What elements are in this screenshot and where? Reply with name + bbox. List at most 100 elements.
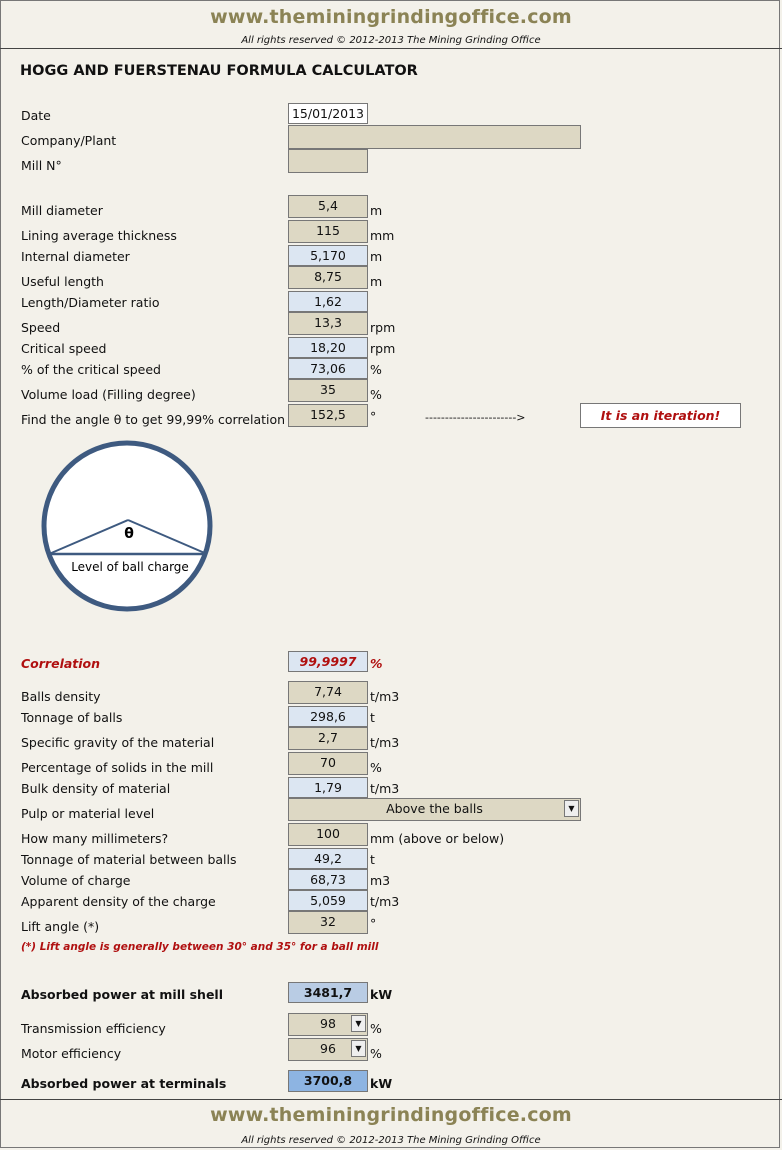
copyright-header: All rights reserved © 2012-2013 The Mini… — [241, 35, 541, 46]
company-input[interactable] — [288, 125, 581, 149]
motor-selected: 96 — [320, 1041, 336, 1056]
transmission-select[interactable]: 98 ▼ — [288, 1013, 368, 1036]
mill-charge-diagram: θ Level of ball charge — [41, 440, 213, 612]
charge-level-label: Level of ball charge — [71, 560, 189, 574]
mm-input[interactable]: 100 — [288, 823, 368, 846]
sg-material-label: Specific gravity of the material — [21, 735, 215, 750]
lift-angle-label: Lift angle (*) — [21, 919, 100, 934]
ld-ratio-label: Length/Diameter ratio — [21, 295, 160, 310]
tonnage-material-unit: t — [370, 852, 375, 867]
shell-power-value: 3481,7 — [288, 982, 368, 1003]
chevron-down-icon[interactable]: ▼ — [351, 1015, 366, 1032]
volume-load-label: Volume load (Filling degree) — [21, 387, 196, 402]
pct-critical-label: % of the critical speed — [21, 362, 161, 377]
apparent-density-label: Apparent density of the charge — [21, 894, 216, 909]
motor-unit: % — [370, 1046, 382, 1061]
mill-no-input[interactable] — [288, 149, 368, 173]
useful-length-input[interactable]: 8,75 — [288, 266, 368, 289]
transmission-unit: % — [370, 1021, 382, 1036]
angle-label: Find the angle θ to get 99,99% correlati… — [21, 412, 286, 427]
sg-material-unit: t/m3 — [370, 735, 400, 750]
critical-speed-label: Critical speed — [21, 341, 107, 356]
mill-shell-circle — [41, 440, 213, 612]
page-title: HOGG AND FUERSTENAU FORMULA CALCULATOR — [20, 63, 418, 79]
motor-select[interactable]: 96 ▼ — [288, 1038, 368, 1061]
apparent-density-value: 5,059 — [288, 890, 368, 911]
tonnage-balls-value: 298,6 — [288, 706, 368, 727]
chevron-down-icon[interactable]: ▼ — [564, 800, 579, 817]
volume-charge-value: 68,73 — [288, 869, 368, 890]
speed-input[interactable]: 13,3 — [288, 312, 368, 335]
chevron-down-icon[interactable]: ▼ — [351, 1040, 366, 1057]
volume-charge-unit: m3 — [370, 873, 391, 888]
mill-diameter-label: Mill diameter — [21, 203, 103, 218]
lift-angle-unit: ° — [370, 916, 377, 931]
correlation-label: Correlation — [21, 656, 101, 671]
tonnage-material-label: Tonnage of material between balls — [21, 852, 237, 867]
useful-length-unit: m — [370, 274, 383, 289]
sg-material-input[interactable]: 2,7 — [288, 727, 368, 750]
pct-solids-input[interactable]: 70 — [288, 752, 368, 775]
tonnage-balls-unit: t — [370, 710, 375, 725]
company-label: Company/Plant — [21, 133, 117, 148]
mm-label: How many millimeters? — [21, 831, 169, 846]
pulp-level-selected: Above the balls — [386, 801, 483, 816]
mill-diameter-unit: m — [370, 203, 383, 218]
balls-density-unit: t/m3 — [370, 689, 400, 704]
copyright-footer: All rights reserved © 2012-2013 The Mini… — [241, 1135, 541, 1146]
pct-solids-unit: % — [370, 760, 382, 775]
correlation-unit: % — [370, 656, 383, 671]
angle-input[interactable]: 152,5 — [288, 404, 368, 427]
iteration-note: It is an iteration! — [580, 403, 741, 428]
angle-ray-left — [48, 519, 129, 555]
bulk-density-unit: t/m3 — [370, 781, 400, 796]
pulp-level-label: Pulp or material level — [21, 806, 155, 821]
site-url-footer[interactable]: www.theminingrindingoffice.com — [210, 1104, 572, 1126]
tonnage-material-value: 49,2 — [288, 848, 368, 869]
terminal-power-label: Absorbed power at terminals — [21, 1076, 227, 1091]
volume-load-unit: % — [370, 387, 382, 402]
iteration-arrow: -----------------------> — [425, 411, 526, 424]
date-label: Date — [21, 108, 51, 123]
volume-load-input[interactable]: 35 — [288, 379, 368, 402]
lining-input[interactable]: 115 — [288, 220, 368, 243]
bulk-density-value: 1,79 — [288, 777, 368, 798]
pct-solids-label: Percentage of solids in the mill — [21, 760, 214, 775]
lift-angle-input[interactable]: 32 — [288, 911, 368, 934]
footer-divider — [0, 1099, 782, 1100]
motor-label: Motor efficiency — [21, 1046, 122, 1061]
apparent-density-unit: t/m3 — [370, 894, 400, 909]
lining-unit: mm — [370, 228, 395, 243]
critical-speed-unit: rpm — [370, 341, 396, 356]
internal-diameter-unit: m — [370, 249, 383, 264]
date-input[interactable]: 15/01/2013 — [288, 103, 368, 124]
shell-power-unit: kW — [370, 987, 393, 1002]
balls-density-label: Balls density — [21, 689, 101, 704]
pct-critical-unit: % — [370, 362, 382, 377]
internal-diameter-value: 5,170 — [288, 245, 368, 266]
shell-power-label: Absorbed power at mill shell — [21, 987, 223, 1002]
pct-critical-value: 73,06 — [288, 358, 368, 379]
angle-ray-right — [127, 519, 208, 555]
transmission-label: Transmission efficiency — [21, 1021, 166, 1036]
site-url-header[interactable]: www.theminingrindingoffice.com — [210, 6, 572, 28]
mill-diameter-input[interactable]: 5,4 — [288, 195, 368, 218]
balls-density-input[interactable]: 7,74 — [288, 681, 368, 704]
transmission-selected: 98 — [320, 1016, 336, 1031]
pulp-level-select[interactable]: Above the balls ▼ — [288, 798, 581, 821]
speed-unit: rpm — [370, 320, 396, 335]
lift-angle-note: (*) Lift angle is generally between 30° … — [21, 941, 379, 953]
theta-symbol: θ — [124, 526, 134, 542]
terminal-power-unit: kW — [370, 1076, 393, 1091]
bulk-density-label: Bulk density of material — [21, 781, 171, 796]
tonnage-balls-label: Tonnage of balls — [21, 710, 123, 725]
mm-unit: mm (above or below) — [370, 831, 505, 846]
volume-charge-label: Volume of charge — [21, 873, 131, 888]
ld-ratio-value: 1,62 — [288, 291, 368, 312]
lining-label: Lining average thickness — [21, 228, 177, 243]
correlation-value: 99,9997 — [288, 651, 368, 672]
mill-no-label: Mill N° — [21, 158, 62, 173]
useful-length-label: Useful length — [21, 274, 104, 289]
terminal-power-value: 3700,8 — [288, 1070, 368, 1092]
